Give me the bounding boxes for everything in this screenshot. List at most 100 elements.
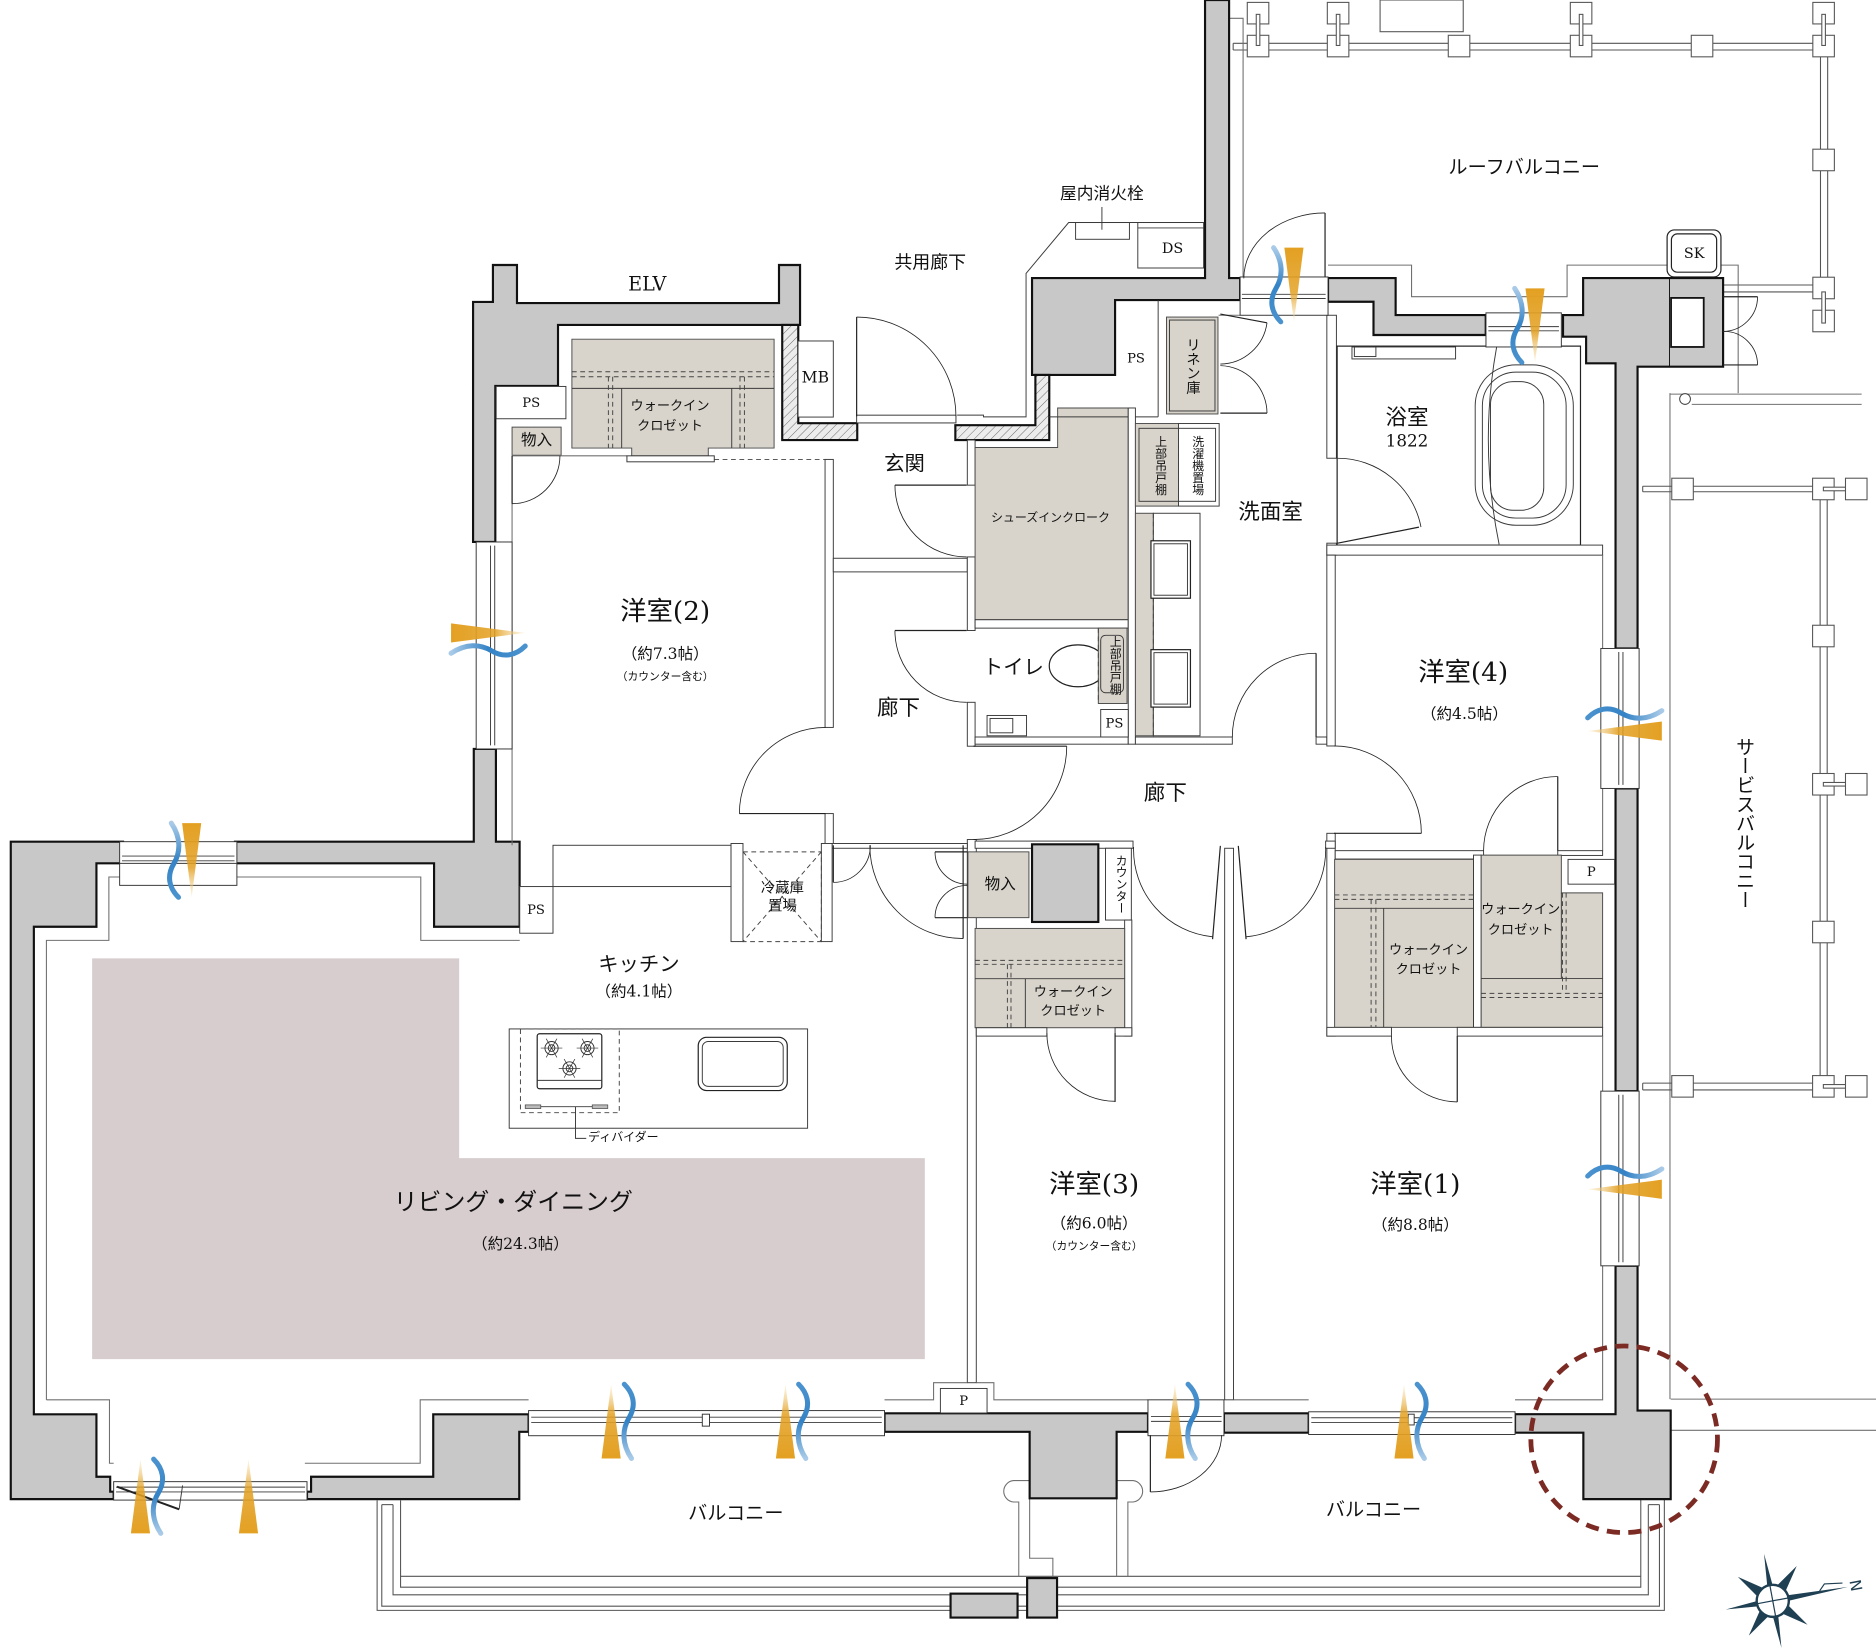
service-balcony-label: サービスバルコニー — [1732, 737, 1756, 910]
room-area-western-3: （約6.0帖） — [1050, 1215, 1138, 1234]
window-living-south — [528, 1410, 885, 1437]
wash-basin — [1150, 649, 1192, 708]
bathroom-size-label: 1822 — [1385, 432, 1429, 452]
window-mullion — [701, 1413, 710, 1427]
partition-wall — [1326, 554, 1336, 747]
bath-shelf — [1351, 346, 1457, 360]
walk-in-closet-label: ウォークイン クロゼット — [630, 397, 710, 434]
door-swing-linen — [1220, 322, 1268, 365]
bathroom-label: 浴室 — [1385, 405, 1429, 431]
partition-wall — [831, 843, 968, 849]
partition-wall — [974, 619, 1129, 629]
compass-point — [1782, 1605, 1808, 1625]
fire-hydrant-label: 屋内消火栓 — [1060, 184, 1144, 204]
partition-wall — [966, 839, 977, 1384]
bath-shelf — [1353, 346, 1377, 358]
door-swing-wic-4 — [1483, 776, 1558, 851]
compass-north-label: N — [1845, 1578, 1865, 1593]
wall-south-center — [883, 1412, 1150, 1500]
living-dining-label: リビング・ダイニング — [393, 1187, 633, 1217]
bathtub-outer — [1474, 364, 1574, 526]
partition-wall — [1326, 832, 1336, 1037]
door-swing-closet-hall — [934, 851, 968, 885]
closet-label: 物入 — [984, 875, 1016, 894]
roof-balcony-railing — [1229, 0, 1835, 394]
door-swing-living-main — [869, 845, 964, 940]
structural-walls — [9, 0, 1725, 1501]
room-finish-line — [45, 876, 520, 1400]
hallway-label: 廊下 — [1143, 780, 1187, 807]
railing-post — [1812, 624, 1835, 648]
counter-label: カウンター — [1112, 854, 1126, 915]
walk-in-closet — [974, 927, 1126, 1029]
shaft-opening — [1670, 297, 1705, 348]
partition-wall — [1326, 544, 1604, 556]
ps-label: PS — [527, 902, 545, 918]
partition-pier-inner — [1029, 1498, 1054, 1577]
divider-leader — [575, 1106, 587, 1139]
balcony-label: バルコニー — [688, 1501, 784, 1525]
door-leaf — [1211, 845, 1221, 940]
room-area-western-2: （約7.3帖） — [621, 645, 709, 664]
compass-needle — [1771, 1612, 1782, 1648]
roof-balcony-label: ルーフバルコニー — [1448, 154, 1601, 178]
living-dining-floor — [92, 958, 925, 1360]
bathroom — [1326, 345, 1604, 556]
genkan-step — [832, 557, 968, 573]
partition-wall — [1334, 850, 1485, 860]
partition-wall — [975, 1027, 1048, 1037]
burner-icon — [558, 1058, 581, 1078]
washer-space — [1178, 423, 1220, 507]
door-swing-bathroom — [1337, 457, 1422, 528]
washroom — [1134, 314, 1337, 745]
railing-block — [1026, 1577, 1059, 1619]
door-roof-balcony — [1239, 276, 1329, 316]
hand-sink — [986, 714, 1028, 737]
wall-south-east-corner — [1513, 1264, 1672, 1501]
linen-closet-inner — [1169, 319, 1216, 412]
partition-wall — [824, 458, 834, 728]
hallway-label: 廊下 — [876, 696, 921, 722]
divider-bar — [524, 1104, 542, 1109]
entrance-hall — [831, 300, 1159, 1384]
railing-block — [949, 1592, 1019, 1619]
partition-wall — [820, 843, 833, 943]
partition-wall — [1114, 1027, 1133, 1037]
window-frame — [1600, 1090, 1640, 1267]
wall-south-pier — [1222, 1412, 1310, 1434]
elevator-label: ELV — [628, 272, 667, 296]
door-swing-western-4 — [1334, 745, 1422, 834]
meter-box-label: MB — [801, 369, 830, 388]
room-finish-line — [976, 1382, 1148, 1401]
railing-connector — [1578, 13, 1584, 47]
room-finish-line — [1515, 1036, 1604, 1401]
divider-bar — [591, 1104, 609, 1109]
wall-living-south — [305, 1413, 530, 1501]
door-swing-entry — [856, 316, 957, 417]
wall-western2-west — [233, 747, 521, 928]
railing-post — [1671, 1075, 1694, 1098]
compass-south-needle — [1725, 1600, 1762, 1610]
p-label: P — [1586, 863, 1596, 880]
bathroom-floor — [1336, 345, 1582, 546]
railing-connector — [1335, 13, 1341, 47]
partition-wall — [1315, 736, 1328, 745]
partition-wall — [1326, 314, 1337, 459]
partition-wall — [1325, 840, 1336, 849]
casement-sash — [178, 1485, 184, 1510]
partition-wall — [1557, 850, 1604, 856]
washer-space-label: 洗濯機置場 — [1189, 435, 1203, 496]
rail-line — [400, 1499, 1642, 1588]
roof-balcony-edge — [1328, 264, 1668, 298]
partition-wall — [1134, 736, 1233, 745]
storage-closet — [967, 851, 1030, 919]
door-swing-hallway — [973, 746, 1068, 840]
pipe-shaft — [1030, 843, 1100, 924]
door-swing-balcony — [1150, 1435, 1222, 1493]
room-name-western-4: 洋室(4) — [1418, 658, 1509, 689]
p-label: P — [959, 1392, 969, 1409]
wall-hatched-entry-east — [954, 373, 1051, 442]
sk-label: SK — [1683, 244, 1705, 262]
door-swing-service — [1722, 330, 1758, 365]
